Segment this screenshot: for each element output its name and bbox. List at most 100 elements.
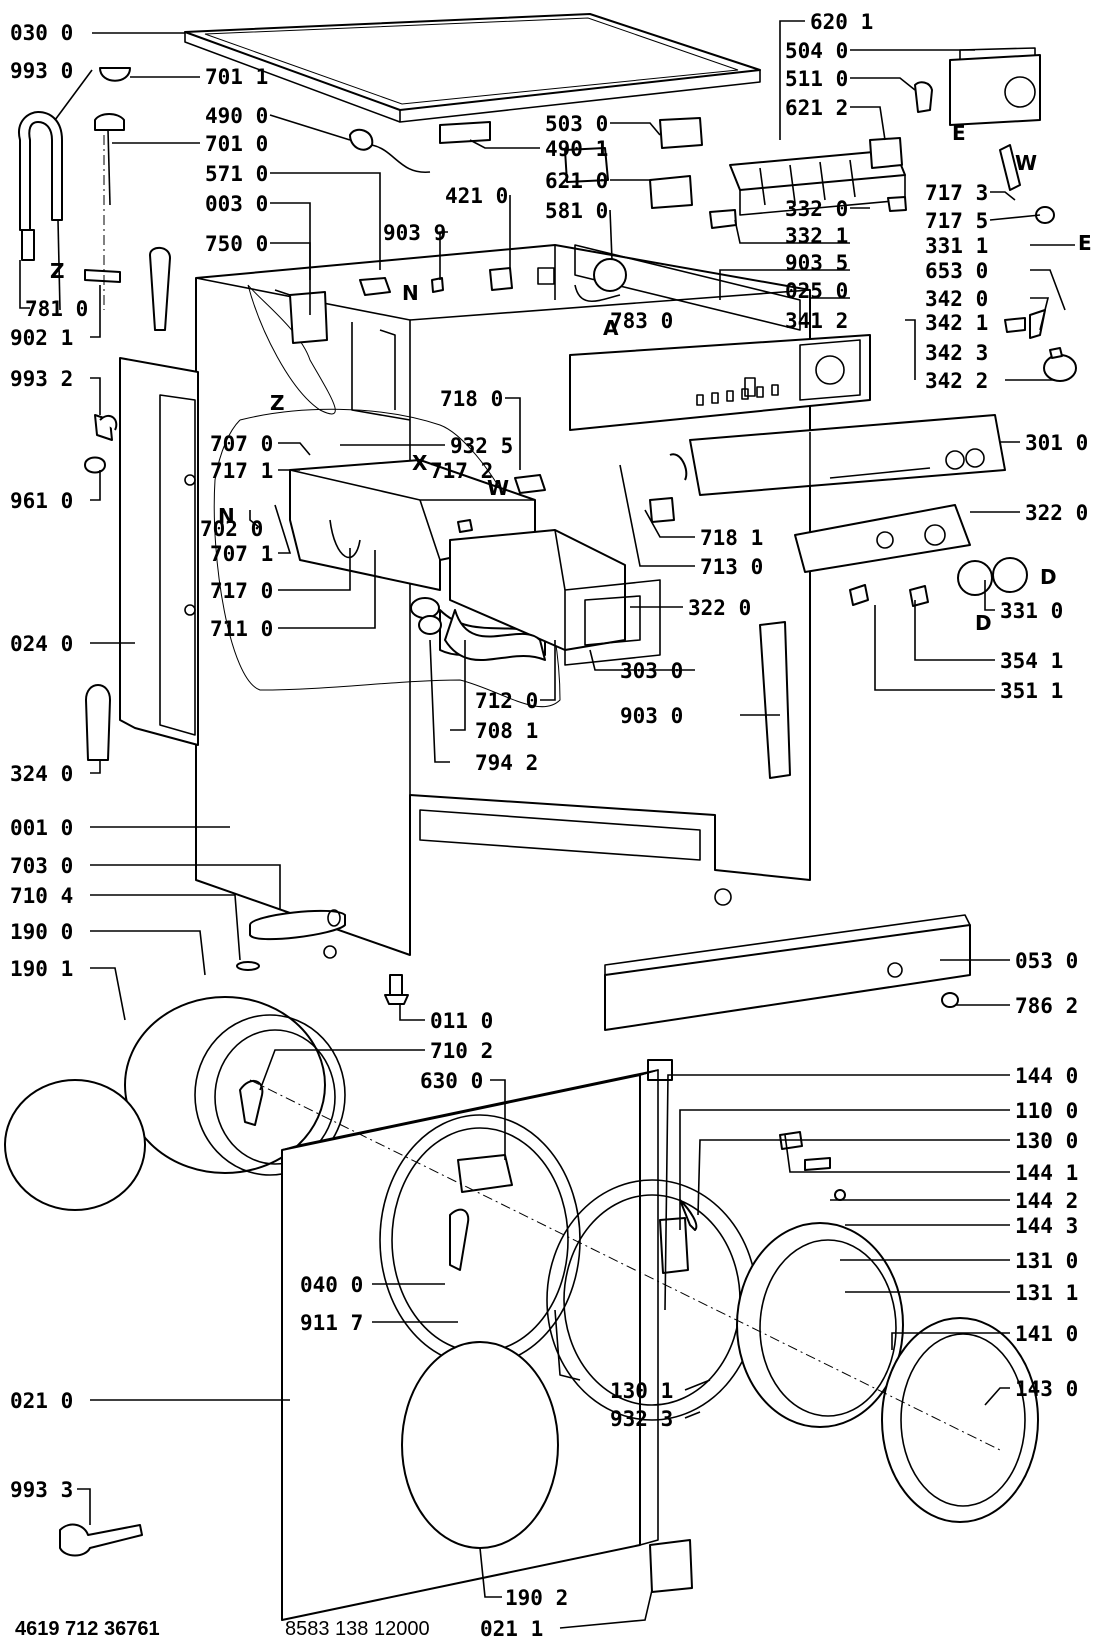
label-021-0: 021 0 (10, 1389, 73, 1413)
label-110-0: 110 0 (1015, 1099, 1078, 1123)
label-903-5: 903 5 (785, 251, 848, 275)
label-342-2: 342 2 (925, 369, 988, 393)
label-718-0: 718 0 (440, 387, 503, 411)
label-621-2: 621 2 (785, 96, 848, 120)
letter-x: X (412, 451, 428, 475)
footer-document-number: 4619 712 36761 (15, 1618, 160, 1640)
hoses (18, 111, 63, 311)
label-718-1: 718 1 (700, 526, 763, 550)
label-713-0: 713 0 (700, 555, 763, 579)
label-781-0: 781 0 (25, 297, 88, 321)
label-130-1: 130 1 (610, 1379, 673, 1403)
control-panel (569, 334, 871, 431)
label-707-0: 707 0 (210, 432, 273, 456)
label-131-0: 131 0 (1015, 1249, 1078, 1273)
letter-a: A (603, 316, 619, 340)
footer: 4619 712 36761 8583 138 12000 (15, 1618, 430, 1640)
label-190-2: 190 2 (505, 1586, 568, 1610)
label-341-2: 341 2 (785, 309, 848, 333)
label-324-0: 324 0 (10, 762, 73, 786)
letter-e-right: E (1078, 231, 1092, 255)
label-503-0: 503 0 (545, 112, 608, 136)
label-303-0: 303 0 (620, 659, 683, 683)
letter-w-mid: W (487, 476, 509, 500)
label-993-0: 993 0 (10, 59, 73, 83)
label-490-1: 490 1 (545, 137, 608, 161)
label-141-0: 141 0 (1015, 1322, 1078, 1346)
label-710-4: 710 4 (10, 884, 73, 908)
label-783-0: 783 0 (610, 309, 673, 333)
label-025-0: 025 0 (785, 279, 848, 303)
letter-n-top: N (402, 281, 419, 305)
label-342-3: 342 3 (925, 341, 988, 365)
label-712-0: 712 0 (475, 689, 538, 713)
label-011-0: 011 0 (430, 1009, 493, 1033)
door-assembly (379, 1114, 1039, 1549)
label-490-0: 490 0 (205, 104, 268, 128)
label-571-0: 571 0 (205, 162, 268, 186)
letter-z-left: Z (50, 259, 65, 283)
label-144-0: 144 0 (1015, 1064, 1078, 1088)
label-717-5: 717 5 (925, 209, 988, 233)
label-331-1: 331 1 (925, 234, 988, 258)
label-703-0: 703 0 (10, 854, 73, 878)
small-parts (59, 67, 1063, 1593)
label-717-0: 717 0 (210, 579, 273, 603)
side-panel (119, 357, 199, 746)
label-993-3: 993 3 (10, 1478, 73, 1502)
label-630-0: 630 0 (420, 1069, 483, 1093)
connection-letters: W W E E Z Z N N A X D D (50, 121, 1092, 635)
detail-loop-dispenser (213, 408, 561, 708)
label-342-1: 342 1 (925, 311, 988, 335)
footer-model-number: 8583 138 12000 (285, 1618, 430, 1640)
front-fascia (689, 414, 1006, 496)
label-620-1: 620 1 (810, 10, 873, 34)
label-plate (794, 504, 971, 573)
label-932-5: 932 5 (450, 434, 513, 458)
letter-w-top: W (1015, 151, 1037, 175)
label-030-0: 030 0 (10, 21, 73, 45)
programmer (949, 47, 1041, 126)
label-144-2: 144 2 (1015, 1189, 1078, 1213)
label-021-1: 021 1 (480, 1617, 543, 1641)
label-131-1: 131 1 (1015, 1281, 1078, 1305)
label-786-2: 786 2 (1015, 994, 1078, 1018)
label-322-0b: 322 0 (688, 596, 751, 620)
label-511-0: 511 0 (785, 67, 848, 91)
label-421-0: 421 0 (445, 184, 508, 208)
label-332-0: 332 0 (785, 197, 848, 221)
label-354-1: 354 1 (1000, 649, 1063, 673)
label-322-0a: 322 0 (1025, 501, 1088, 525)
label-342-0: 342 0 (925, 287, 988, 311)
label-653-0: 653 0 (925, 259, 988, 283)
label-717-1: 717 1 (210, 459, 273, 483)
label-003-0: 003 0 (205, 192, 268, 216)
label-717-2: 717 2 (430, 459, 493, 483)
kick-plate (604, 914, 971, 1031)
label-932-3: 932 3 (610, 1407, 673, 1431)
label-903-0: 903 0 (620, 704, 683, 728)
detail-loop-top (247, 284, 336, 415)
label-711-0: 711 0 (210, 617, 273, 641)
label-143-0: 143 0 (1015, 1377, 1078, 1401)
label-993-2: 993 2 (10, 367, 73, 391)
label-331-0: 331 0 (1000, 599, 1063, 623)
label-190-1: 190 1 (10, 957, 73, 981)
letter-e-top: E (952, 121, 966, 145)
letter-d-right: D (1040, 565, 1057, 589)
knobs (957, 354, 1077, 596)
label-710-2: 710 2 (430, 1039, 493, 1063)
label-911-7: 911 7 (300, 1311, 363, 1335)
label-504-0: 504 0 (785, 39, 848, 63)
label-702-0: 702 0 (200, 517, 263, 541)
label-903-9: 903 9 (383, 221, 446, 245)
label-707-1: 707 1 (210, 542, 273, 566)
top-cover (184, 13, 761, 123)
label-332-1: 332 1 (785, 224, 848, 248)
label-001-0: 001 0 (10, 816, 73, 840)
label-750-0: 750 0 (205, 232, 268, 256)
label-190-0: 190 0 (10, 920, 73, 944)
part-drawings (4, 13, 1077, 1621)
relay-row (729, 149, 906, 216)
label-961-0: 961 0 (10, 489, 73, 513)
